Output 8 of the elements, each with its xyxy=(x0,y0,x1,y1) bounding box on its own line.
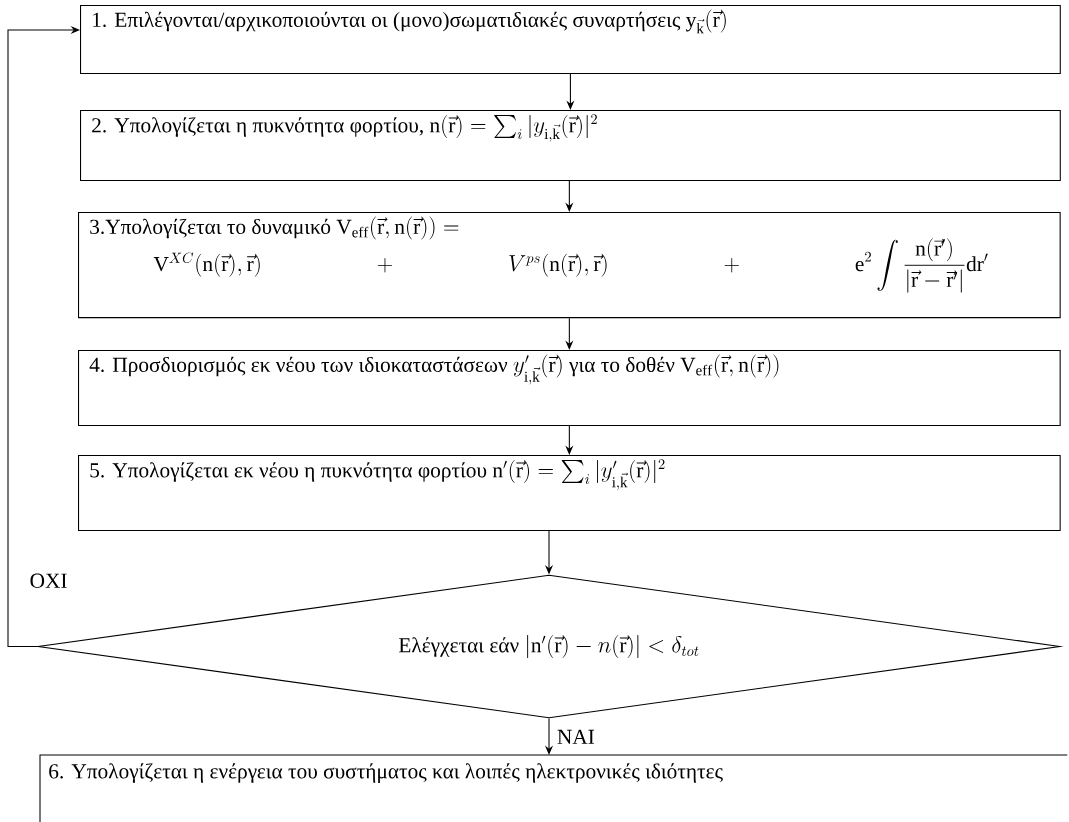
edge-label: ΝΑΙ xyxy=(557,729,595,744)
process-box: 4. Προσδιορισμός εκ νέου των ιδιοκαταστάσεων $y'_{\mathrm{i},\vec{\mathrm{k}}}(\vec{\mathrm{r}})$ για το δοθέν $\mathrm{V_{eff}}(\vec{\mathrm{r}},\mathrm{n}(\vec{\mathrm{r}}))$ xyxy=(78,350,1061,426)
process-box: 6. Υπολογίζεται η ενέργεια του συστήματος και λοιπές ηλεκτρονικές ιδιότητες xyxy=(39,754,1068,822)
process-box: 3.Υπολογίζεται το δυναμικό $\mathrm{V_{eff}}(\vec{\mathrm{r}},\mathrm{n}(\vec{\mathrm{r}}))=$ $\mathrm{V}^{XC}(\mathrm{n}(\vec{\mathrm{r}}),\vec{\mathrm{r}})$ $+$ $V^{ps}(\mathrm{n}(\vec{\mathrm{r}}),\vec{\mathrm{r}})$ $+$ $\mathrm{e}^2\int\frac{\mathrm{n}(\vec{\mathrm{r}}')}{|\vec{\mathrm{r}}-\vec{\mathrm{r}}'|}\mathrm{dr}'$ xyxy=(78,212,1061,319)
arrow xyxy=(7,25,80,648)
process-box: 2. Υπολογίζεται η πυκνότητα φορτίου, $\mathrm{n}(\vec{\mathrm{r}})=\sum_i|y_{\mathrm{i},\vec{\mathrm{k}}}(\vec{\mathrm{r}})|^2$ xyxy=(80,110,1061,182)
process-box: 1. Επιλέγονται/αρχικοποιούνται οι (μονο)σωματιδιακές συναρτήσεις $\mathrm{y}_{\vec{\mathrm{k}}}(\vec{\mathrm{r}})$ xyxy=(80,5,1061,75)
process-box: 5. Υπολογίζεται εκ νέου η πυκνότητα φορτίου $\mathrm{n}'(\vec{\mathrm{r}})=\sum_i|y'_{\mathrm{i},\vec{\mathrm{k}}}(\vec{\mathrm{r}})|^2$ xyxy=(78,455,1061,531)
